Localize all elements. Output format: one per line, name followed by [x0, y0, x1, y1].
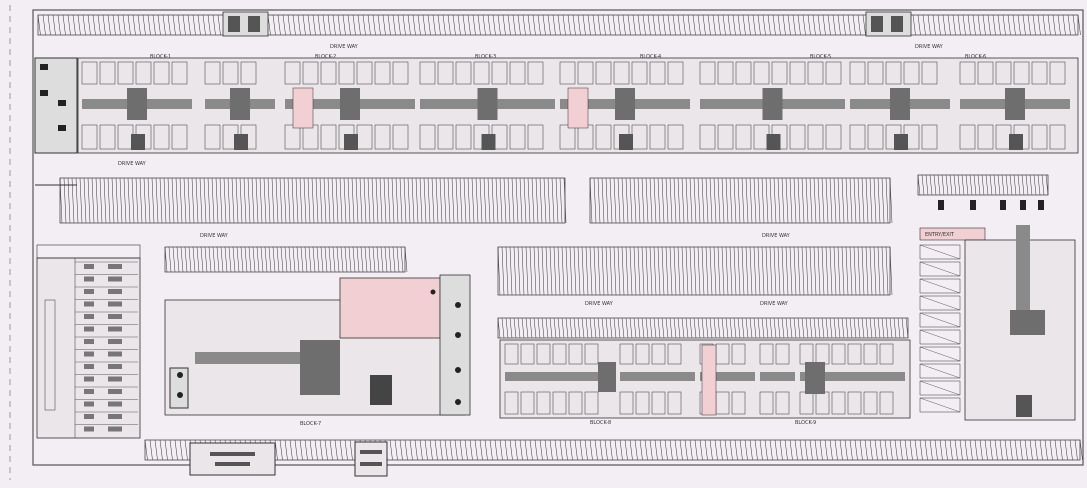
lower-center-blocks	[499, 339, 911, 419]
road-label-lower-a: DRIVE WAY	[585, 301, 614, 307]
road-label-top-right: DRIVE WAY	[915, 44, 944, 50]
top-block-band: BLOCK-1 BLOCK-2 BLOCK-3 BLOCK-4 BLOCK-5 BLOCK…	[77, 54, 1079, 154]
bottom-service-blocks	[189, 441, 388, 477]
entry-ramp-left	[34, 57, 78, 186]
right-tower-block	[964, 225, 1076, 421]
block-label-top-3: BLOCK-3	[475, 54, 496, 60]
parking-strip-top	[37, 14, 1081, 36]
site-boundary	[32, 9, 1084, 466]
road-label-top: DRIVE WAY	[330, 44, 359, 50]
road-label-center: DRIVE WAY	[762, 233, 791, 239]
ramp-top-left	[222, 11, 269, 37]
parking-strip-bottom	[144, 439, 1083, 461]
road-label-mid: DRIVE WAY	[118, 161, 147, 167]
block-7-label: BLOCK-7	[300, 421, 321, 427]
left-unit-table	[36, 244, 141, 439]
ramp-right-cluster	[938, 200, 1044, 210]
parking-strip-right-cluster	[917, 174, 1049, 413]
parking-strip-lower-center-2	[497, 317, 909, 339]
block-label-top-2: BLOCK-2	[315, 54, 336, 60]
parking-strip-lower-center	[497, 246, 893, 296]
entry-label: ENTRY/EXIT	[925, 232, 955, 238]
lower-left-complex	[164, 274, 471, 416]
parking-strip-lower-left	[164, 246, 408, 273]
block-label-top-5: BLOCK-5	[810, 54, 831, 60]
parking-strip-mid-right	[589, 177, 893, 224]
parking-strip-mid-left	[59, 177, 567, 224]
block-label-top-4: BLOCK-4	[640, 54, 661, 60]
block-label-top-1: BLOCK-1	[150, 54, 171, 60]
road-label-lower-b: DRIVE WAY	[760, 301, 789, 307]
block-9-label: BLOCK-9	[795, 420, 816, 426]
block-8-label: BLOCK-8	[590, 420, 611, 426]
block-label-top-6: BLOCK-6	[965, 54, 986, 60]
ramp-top-right	[865, 11, 912, 37]
road-label-left: DRIVE WAY	[200, 233, 229, 239]
entry-highlight	[919, 227, 986, 241]
